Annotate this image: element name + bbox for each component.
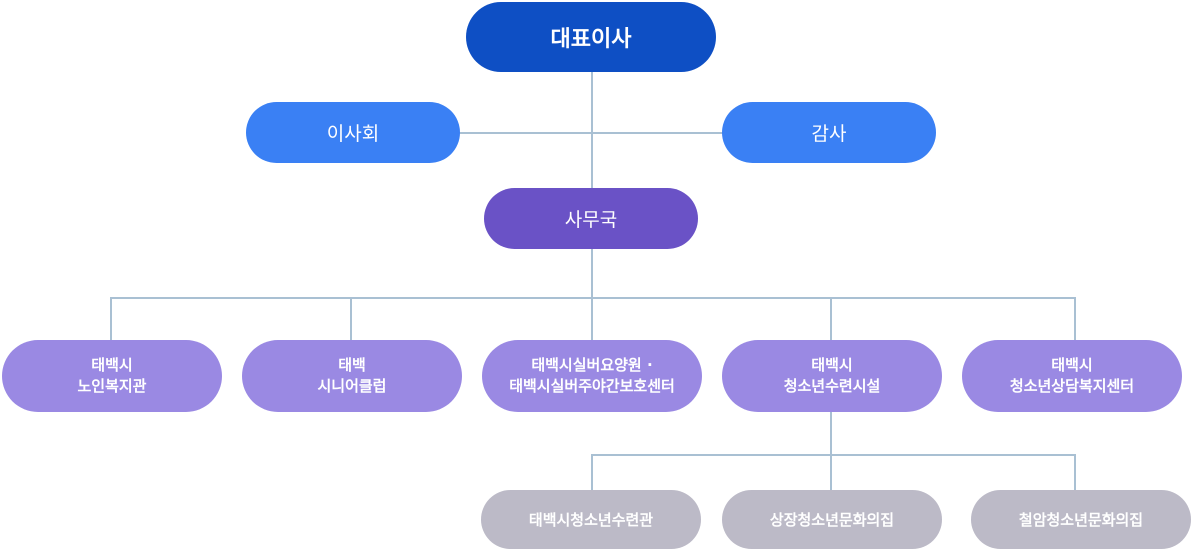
auditor-node: 감사 xyxy=(722,102,936,163)
facility-line1: 태백시 xyxy=(91,356,133,374)
facility-line1: 태백시 xyxy=(1051,356,1093,374)
connector-youth-down xyxy=(830,410,832,494)
connector-facilities-horizontal xyxy=(110,297,1076,299)
facility-line2: 태백시실버주야간보호센터 xyxy=(509,377,675,395)
secretariat-node: 사무국 xyxy=(484,188,698,249)
facility-node-senior-club: 태백 시니어클럽 xyxy=(242,340,462,412)
youth-sub-node-cheolam: 철암청소년문화의집 xyxy=(971,490,1191,549)
facility-line2: 청소년상담복지센터 xyxy=(1009,377,1135,395)
facility-node-youth-training: 태백시 청소년수련시설 xyxy=(722,340,942,412)
connector-secretariat-down xyxy=(591,248,593,298)
facility-line1: 태백시실버요양원 · xyxy=(531,356,653,374)
facility-line2: 노인복지관 xyxy=(77,377,147,395)
connector-facility-4 xyxy=(830,297,832,341)
youth-sub-label: 상장청소년문화의집 xyxy=(769,511,895,529)
board-label: 이사회 xyxy=(326,123,380,145)
connector-youth-sub-1 xyxy=(591,454,593,492)
connector-youth-horizontal xyxy=(591,454,1076,456)
connector-youth-sub-3 xyxy=(1074,454,1076,492)
ceo-label: 대표이사 xyxy=(550,27,632,52)
connector-facility-5 xyxy=(1074,297,1076,341)
connector-facility-2 xyxy=(350,297,352,341)
auditor-label: 감사 xyxy=(811,123,847,145)
facility-line1: 태백 xyxy=(338,356,366,374)
youth-sub-label: 태백시청소년수련관 xyxy=(528,511,654,529)
facility-line2: 시니어클럽 xyxy=(317,377,387,395)
youth-sub-label: 철암청소년문화의집 xyxy=(1018,511,1144,529)
facility-node-nursing-home: 태백시실버요양원 · 태백시실버주야간보호센터 xyxy=(482,340,702,412)
facility-node-senior-welfare: 태백시 노인복지관 xyxy=(2,340,222,412)
board-node: 이사회 xyxy=(246,102,460,163)
facility-line1: 태백시 xyxy=(811,356,853,374)
youth-sub-node-sangjang: 상장청소년문화의집 xyxy=(722,490,942,549)
connector-board-auditor xyxy=(458,132,724,134)
facility-node-youth-counseling: 태백시 청소년상담복지센터 xyxy=(962,340,1182,412)
secretariat-label: 사무국 xyxy=(564,209,618,231)
connector-facility-3 xyxy=(591,297,593,341)
facility-line2: 청소년수련시설 xyxy=(783,377,881,395)
connector-facility-1 xyxy=(110,297,112,341)
ceo-node: 대표이사 xyxy=(466,2,716,72)
youth-sub-node-training-center: 태백시청소년수련관 xyxy=(481,490,701,549)
connector-ceo-vertical xyxy=(591,72,593,190)
